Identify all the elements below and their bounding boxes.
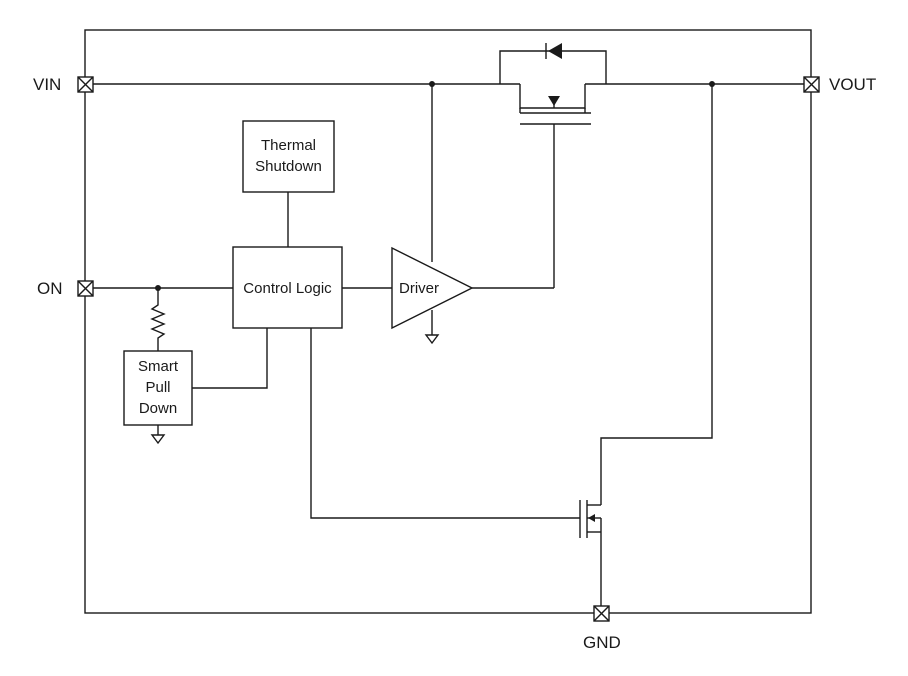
- pulldown-label-line3: Down: [139, 400, 177, 417]
- vout-label: VOUT: [829, 75, 876, 94]
- body-diode-symbol: [499, 43, 607, 84]
- control-to-pulldown-wire: [192, 328, 268, 389]
- pass-fet-symbol: [519, 84, 591, 288]
- vin-label: VIN: [33, 75, 61, 94]
- thermal-shutdown-block: [242, 120, 335, 193]
- driver-label: Driver: [399, 280, 439, 297]
- vout-to-discharge-wire: [600, 84, 713, 505]
- control-logic-label: Control Logic: [243, 280, 332, 297]
- driver-ground-icon: [424, 310, 440, 345]
- pulldown-resistor: [150, 288, 166, 351]
- thermal-label-line1: Thermal: [261, 137, 316, 154]
- pulldown-ground-icon: [150, 425, 166, 445]
- pulldown-label-line2: Pull: [145, 379, 170, 396]
- vout-pin-terminal: [803, 76, 820, 93]
- discharge-fet-symbol: [579, 500, 602, 606]
- driver-buffer: [391, 246, 474, 330]
- pulldown-label-line1: Smart: [138, 358, 179, 375]
- gnd-label: GND: [583, 633, 621, 652]
- on-label: ON: [37, 279, 63, 298]
- chip-boundary: [84, 29, 812, 614]
- gnd-pin-terminal: [593, 605, 610, 622]
- thermal-label-line2: Shutdown: [255, 158, 322, 175]
- on-pin-terminal: [77, 280, 94, 297]
- vin-pin-terminal: [77, 76, 94, 93]
- control-to-discharge-gate-wire: [310, 328, 580, 519]
